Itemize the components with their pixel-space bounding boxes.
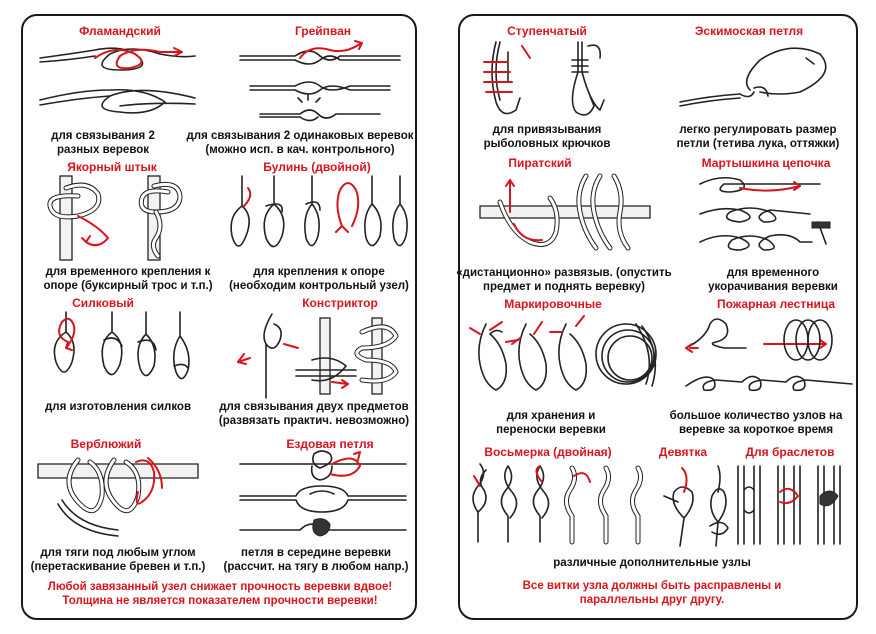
bracelet-knots-illustration	[737, 465, 841, 545]
constrictor-illustration	[237, 313, 399, 399]
knot-desc-bowline: для крепления к опоре(необходим контроль…	[229, 266, 409, 292]
knot-desc-harness-loop: петля в середине веревки(рассчит. на тяг…	[223, 547, 409, 573]
knot-title-eskimo: Эскимоская петля	[694, 24, 804, 38]
fire-ladder-illustration	[685, 318, 853, 392]
left-warning: Любой завязанный узел снижает прочность …	[47, 581, 393, 607]
eskimo-loop-illustration	[679, 47, 827, 107]
knot-title-bowline: Булинь (двойной)	[263, 160, 371, 174]
knot-title-grapevine: Грейпван	[294, 24, 352, 38]
knot-desc-camel: для тяги под любым углом(перетаскивание …	[30, 547, 206, 573]
figure-eight-illustration	[472, 463, 644, 545]
knot-title-nine: Девятка	[658, 445, 708, 459]
knot-desc-grapevine: для связывания 2 одинаковых веревок(можн…	[186, 130, 414, 156]
knot-title-harness-loop: Ездовая петля	[286, 437, 374, 451]
knot-title-bracelets: Для браслетов	[745, 445, 835, 459]
knot-title-figure-eight: Восьмерка (двойная)	[484, 445, 612, 459]
knot-title-marking: Маркировочные	[504, 297, 602, 311]
right-warning: Все витки узла должны быть расправлены и…	[522, 580, 782, 606]
nine-knot-illustration	[663, 465, 729, 547]
grapevine-knot-illustration	[239, 40, 401, 122]
knot-title-flemish: Фламандский	[79, 24, 161, 38]
knot-title-fire-ladder: Пожарная лестница	[716, 297, 836, 311]
flemish-knot-illustration	[39, 47, 196, 114]
knot-desc-constrictor: для связывания двух предметов(развязать …	[218, 401, 410, 427]
footer-desc: различные дополнительные узлы	[553, 557, 751, 569]
right-card	[458, 14, 858, 620]
bowline-illustration	[230, 175, 408, 248]
camel-knot-illustration	[37, 457, 199, 537]
stepped-knot-illustration	[483, 41, 605, 116]
knot-title-camel: Верблюжий	[70, 437, 142, 451]
knot-title-anchor-bend: Якорный штык	[67, 160, 157, 174]
knot-title-constrictor: Констриктор	[302, 296, 378, 310]
knot-title-pirate: Пиратский	[508, 156, 572, 170]
knot-desc-snare: для изготовления силков	[44, 401, 192, 413]
knot-title-monkey-chain: Мартышкина цепочка	[701, 156, 831, 170]
knot-title-stepped: Ступенчатый	[507, 24, 587, 38]
marking-knots-illustration	[469, 315, 657, 391]
snare-knot-illustration	[53, 311, 190, 380]
knot-title-snare: Силковый	[72, 296, 134, 310]
left-card	[21, 14, 417, 620]
pirate-knot-illustration	[479, 173, 651, 251]
monkey-chain-illustration	[699, 176, 831, 251]
anchor-bend-illustration	[47, 175, 183, 261]
harness-loop-illustration	[239, 450, 407, 537]
